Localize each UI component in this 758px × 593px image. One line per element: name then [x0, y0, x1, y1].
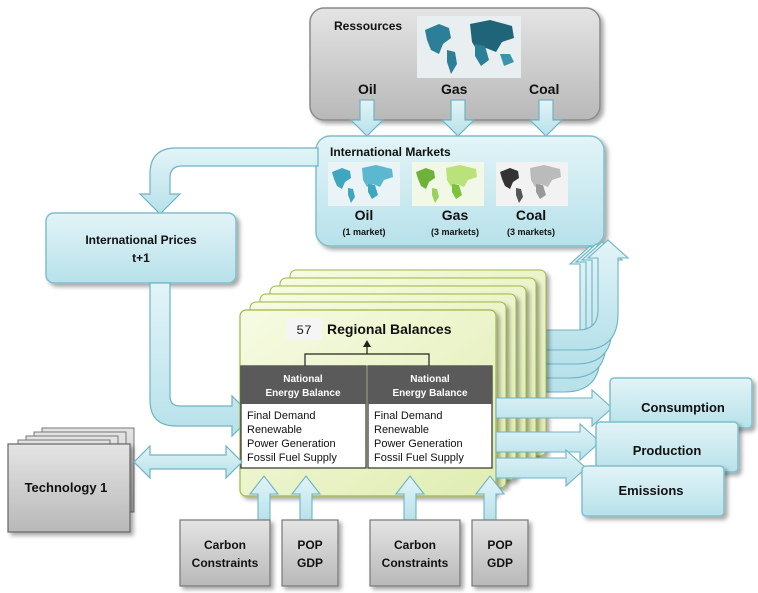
market-gas-detail: (3 markets): [431, 227, 479, 237]
arrow-coal-down: [528, 99, 564, 137]
oil-map-icon: [328, 162, 400, 206]
balance-left-header-2: Energy Balance: [265, 388, 340, 399]
markets-title: International Markets: [330, 145, 451, 159]
resource-coal-label: Coal: [529, 81, 559, 97]
market-coal-detail: (3 markets): [507, 227, 555, 237]
resources-panel: Ressources Oil Gas Coal: [309, 7, 601, 121]
inputs-to-balance-arrows: [248, 475, 506, 523]
input-carbon-1-line1: Carbon: [204, 538, 246, 552]
market-gas-label: Gas: [442, 207, 469, 223]
arrow-gas-down: [440, 99, 476, 137]
resource-oil-label: Oil: [358, 81, 377, 97]
balance-right-line: Renewable: [374, 424, 429, 436]
input-carbon-2-line2: Constraints: [382, 556, 449, 570]
arrow-technology-balance: [133, 444, 243, 480]
output-emissions: Emissions: [618, 483, 683, 498]
output-production: Production: [633, 443, 702, 458]
input-boxes: Carbon Constraints POP GDP Carbon Constr…: [179, 519, 529, 587]
resources-to-markets-arrows: [349, 99, 564, 137]
balances-to-outputs-arrows: [495, 388, 613, 488]
gas-map-icon: [412, 162, 484, 206]
national-balance-right: National Energy Balance Final Demand Ren…: [367, 365, 493, 469]
output-consumption: Consumption: [641, 400, 725, 415]
prices-panel: International Prices t+1: [45, 212, 237, 284]
input-popgdp-1-line2: GDP: [297, 556, 323, 570]
balance-right-line: Power Generation: [374, 438, 463, 450]
arrow-markets-to-prices: [138, 147, 319, 215]
market-coal-label: Coal: [516, 207, 546, 223]
market-oil-detail: (1 market): [342, 227, 385, 237]
markets-panel: International Markets Oil (1 market) Gas…: [315, 135, 605, 247]
national-balance-left: National Energy Balance Final Demand Ren…: [240, 365, 367, 469]
outputs-panel: Consumption Production Emissions: [581, 377, 753, 517]
technology-stack: Technology 1: [7, 427, 135, 533]
arrow-prices-to-balance: [149, 282, 253, 438]
market-oil-label: Oil: [355, 207, 374, 223]
balances-to-markets-arrows: [499, 239, 630, 393]
balance-left-header-1: National: [283, 374, 323, 385]
regional-balances-header: 57 Regional Balances: [286, 318, 452, 366]
balance-right-line: Fossil Fuel Supply: [374, 452, 464, 464]
regional-count: 57: [296, 323, 312, 338]
resources-title: Ressources: [334, 19, 402, 33]
balance-right-header-1: National: [410, 374, 450, 385]
world-map-icon: [417, 16, 521, 78]
arrow-oil-down: [349, 99, 385, 137]
balance-left-line: Renewable: [247, 424, 302, 436]
balance-right-header-2: Energy Balance: [392, 388, 467, 399]
balance-left-line: Power Generation: [247, 438, 336, 450]
input-popgdp-2-line2: GDP: [487, 556, 513, 570]
technology-label: Technology 1: [25, 480, 108, 495]
input-popgdp-1-line1: POP: [297, 538, 322, 552]
regional-title: Regional Balances: [327, 321, 452, 337]
input-carbon-1-line2: Constraints: [192, 556, 259, 570]
prices-title: International Prices: [85, 233, 197, 247]
coal-map-icon: [496, 162, 568, 206]
resource-gas-label: Gas: [441, 81, 468, 97]
balance-left-line: Fossil Fuel Supply: [247, 452, 337, 464]
input-carbon-2-line1: Carbon: [394, 538, 436, 552]
balance-left-line: Final Demand: [247, 410, 315, 422]
balance-right-line: Final Demand: [374, 410, 442, 422]
prices-subtitle: t+1: [132, 251, 150, 265]
input-popgdp-2-line1: POP: [487, 538, 512, 552]
